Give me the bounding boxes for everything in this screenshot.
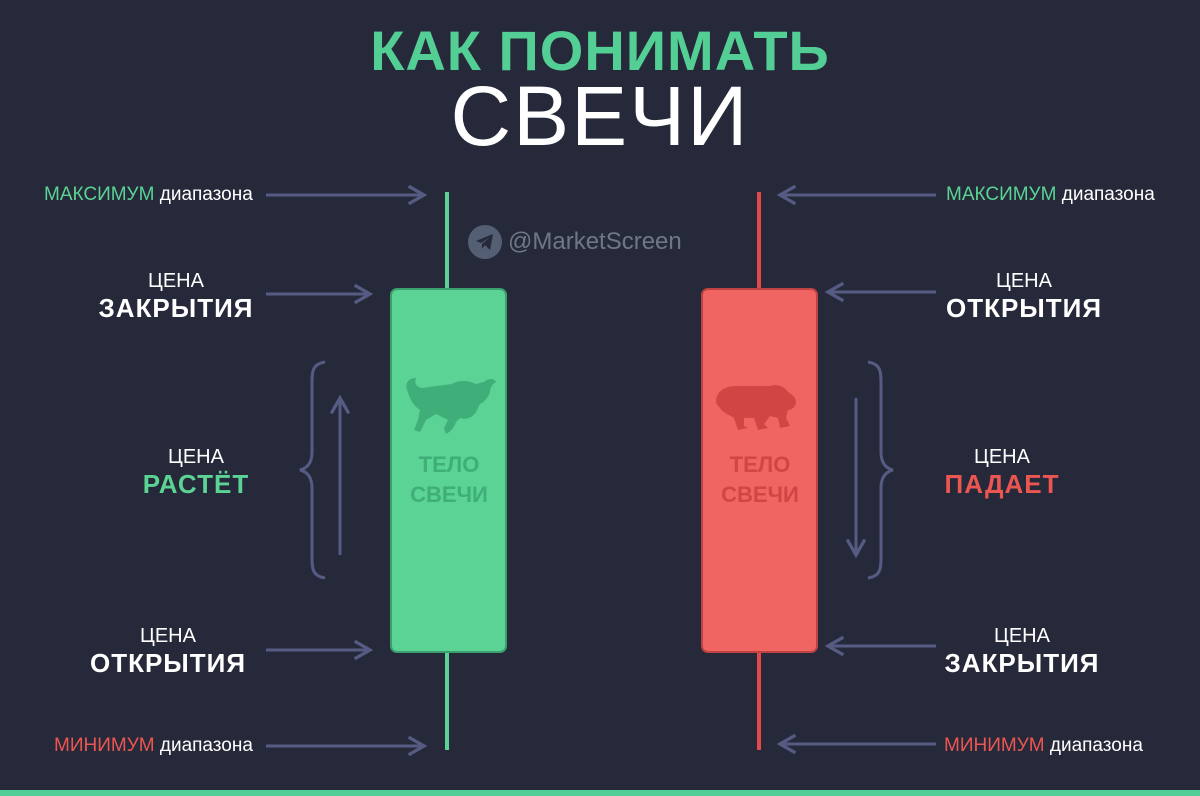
bearish-open-label: ЦЕНА ОТКРЫТИЯ (945, 270, 1103, 323)
bullish-trend-label: ЦЕНА РАСТЁТ (142, 446, 250, 499)
bear-icon (716, 385, 796, 430)
bullish-low-label: МИНИМУМ диапазона (54, 735, 253, 756)
bearish-trend-label: ЦЕНА ПАДАЕТ (944, 446, 1060, 499)
bullish-open-label: ЦЕНА ОТКРЫТИЯ (89, 625, 247, 678)
bullish-candle (390, 192, 507, 750)
bull-icon (406, 378, 496, 434)
telegram-icon (468, 225, 502, 259)
bottom-accent-bar (0, 790, 1200, 796)
bullish-close-label: ЦЕНА ЗАКРЫТИЯ (98, 270, 254, 323)
bearish-candle (701, 192, 818, 750)
bullish-body-label: ТЕЛО СВЕЧИ (410, 452, 488, 507)
bearish-body-label: ТЕЛО СВЕЧИ (721, 452, 799, 507)
title-line-2: СВЕЧИ (450, 69, 750, 163)
watermark: @MarketScreen (468, 224, 682, 260)
brace-left (299, 360, 326, 580)
title-line-1: КАК ПОНИМАТЬ (370, 19, 830, 82)
right-arrows (776, 184, 936, 755)
bullish-candle-body (390, 288, 507, 653)
bearish-high-label: МАКСИМУМ диапазона (946, 184, 1155, 205)
bullish-high-label: МАКСИМУМ диапазона (44, 184, 253, 205)
bearish-candle-body (701, 288, 818, 653)
bearish-low-label: МИНИМУМ диапазона (944, 735, 1143, 756)
bearish-close-label: ЦЕНА ЗАКРЫТИЯ (944, 625, 1100, 678)
left-arrows (266, 184, 428, 757)
brace-right (867, 360, 894, 580)
watermark-handle: @MarketScreen (508, 228, 682, 255)
